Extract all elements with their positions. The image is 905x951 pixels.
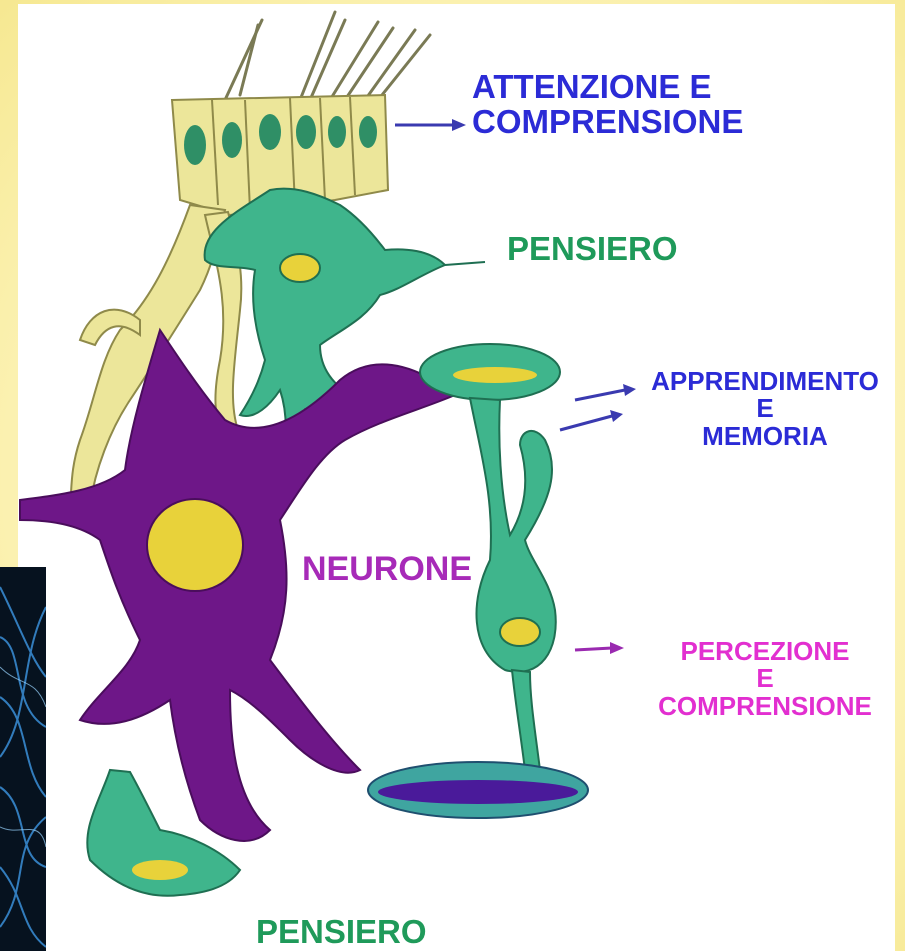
label-neurone: NEURONE xyxy=(302,552,472,588)
arrow-apprendimento-1 xyxy=(575,390,625,400)
label-apprendimento-line2: E xyxy=(640,395,890,422)
label-attenzione-comprensione: ATTENZIONE E COMPRENSIONE xyxy=(472,70,743,139)
arrow-percezione xyxy=(575,648,612,650)
arrow-percezione-head xyxy=(610,642,624,654)
label-percezione-line2: E xyxy=(640,665,890,692)
label-percezione-line1: PERCEZIONE xyxy=(640,638,890,665)
label-pensiero-top: PENSIERO xyxy=(507,232,678,267)
arrow-apprendimento-1-head xyxy=(623,384,636,396)
label-percezione-comprensione: PERCEZIONE E COMPRENSIONE xyxy=(640,638,890,720)
arrow-apprendimento-2 xyxy=(560,416,612,430)
label-pensiero-bottom: PENSIERO xyxy=(256,915,427,950)
label-apprendimento-memoria: APPRENDIMENTO E MEMORIA xyxy=(640,368,890,450)
arrow-apprendimento-2-head xyxy=(610,410,623,422)
arrow-attenzione-head xyxy=(452,119,466,131)
synapse-disc xyxy=(368,762,588,818)
label-percezione-line3: COMPRENSIONE xyxy=(640,693,890,720)
label-apprendimento-line1: APPRENDIMENTO xyxy=(640,368,890,395)
label-apprendimento-line3: MEMORIA xyxy=(640,423,890,450)
